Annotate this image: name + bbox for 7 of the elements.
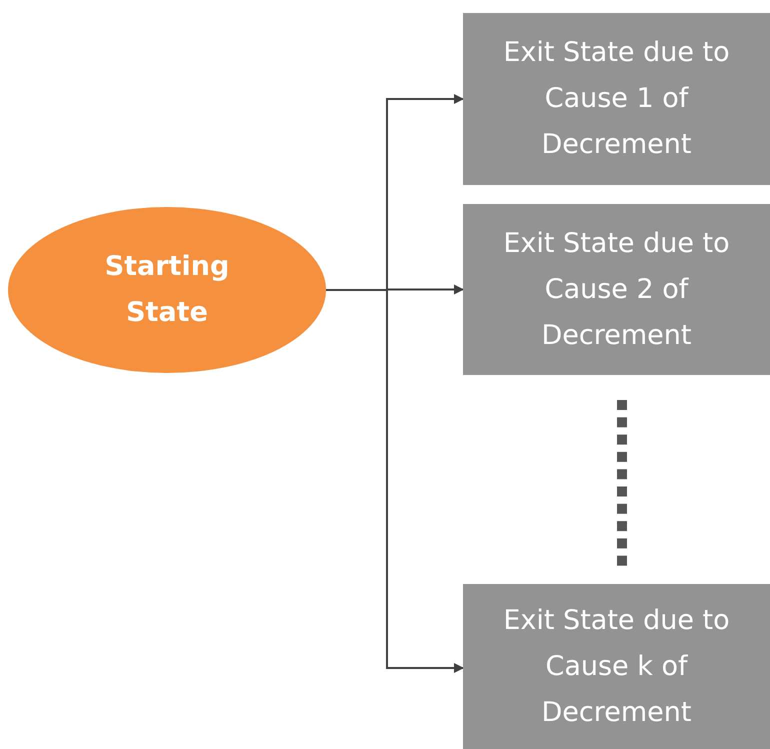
state-box	[463, 13, 770, 185]
state-box	[463, 584, 770, 749]
node-text: Exit State due to Cause 1 of Decrement	[502, 36, 731, 162]
node-text: Exit State due to Cause 2 of Decrement	[502, 226, 731, 352]
node-title: Starting State	[104, 250, 230, 330]
node-text: Exit State due to Cause k of Decrement	[502, 604, 731, 730]
state-box	[463, 204, 770, 375]
